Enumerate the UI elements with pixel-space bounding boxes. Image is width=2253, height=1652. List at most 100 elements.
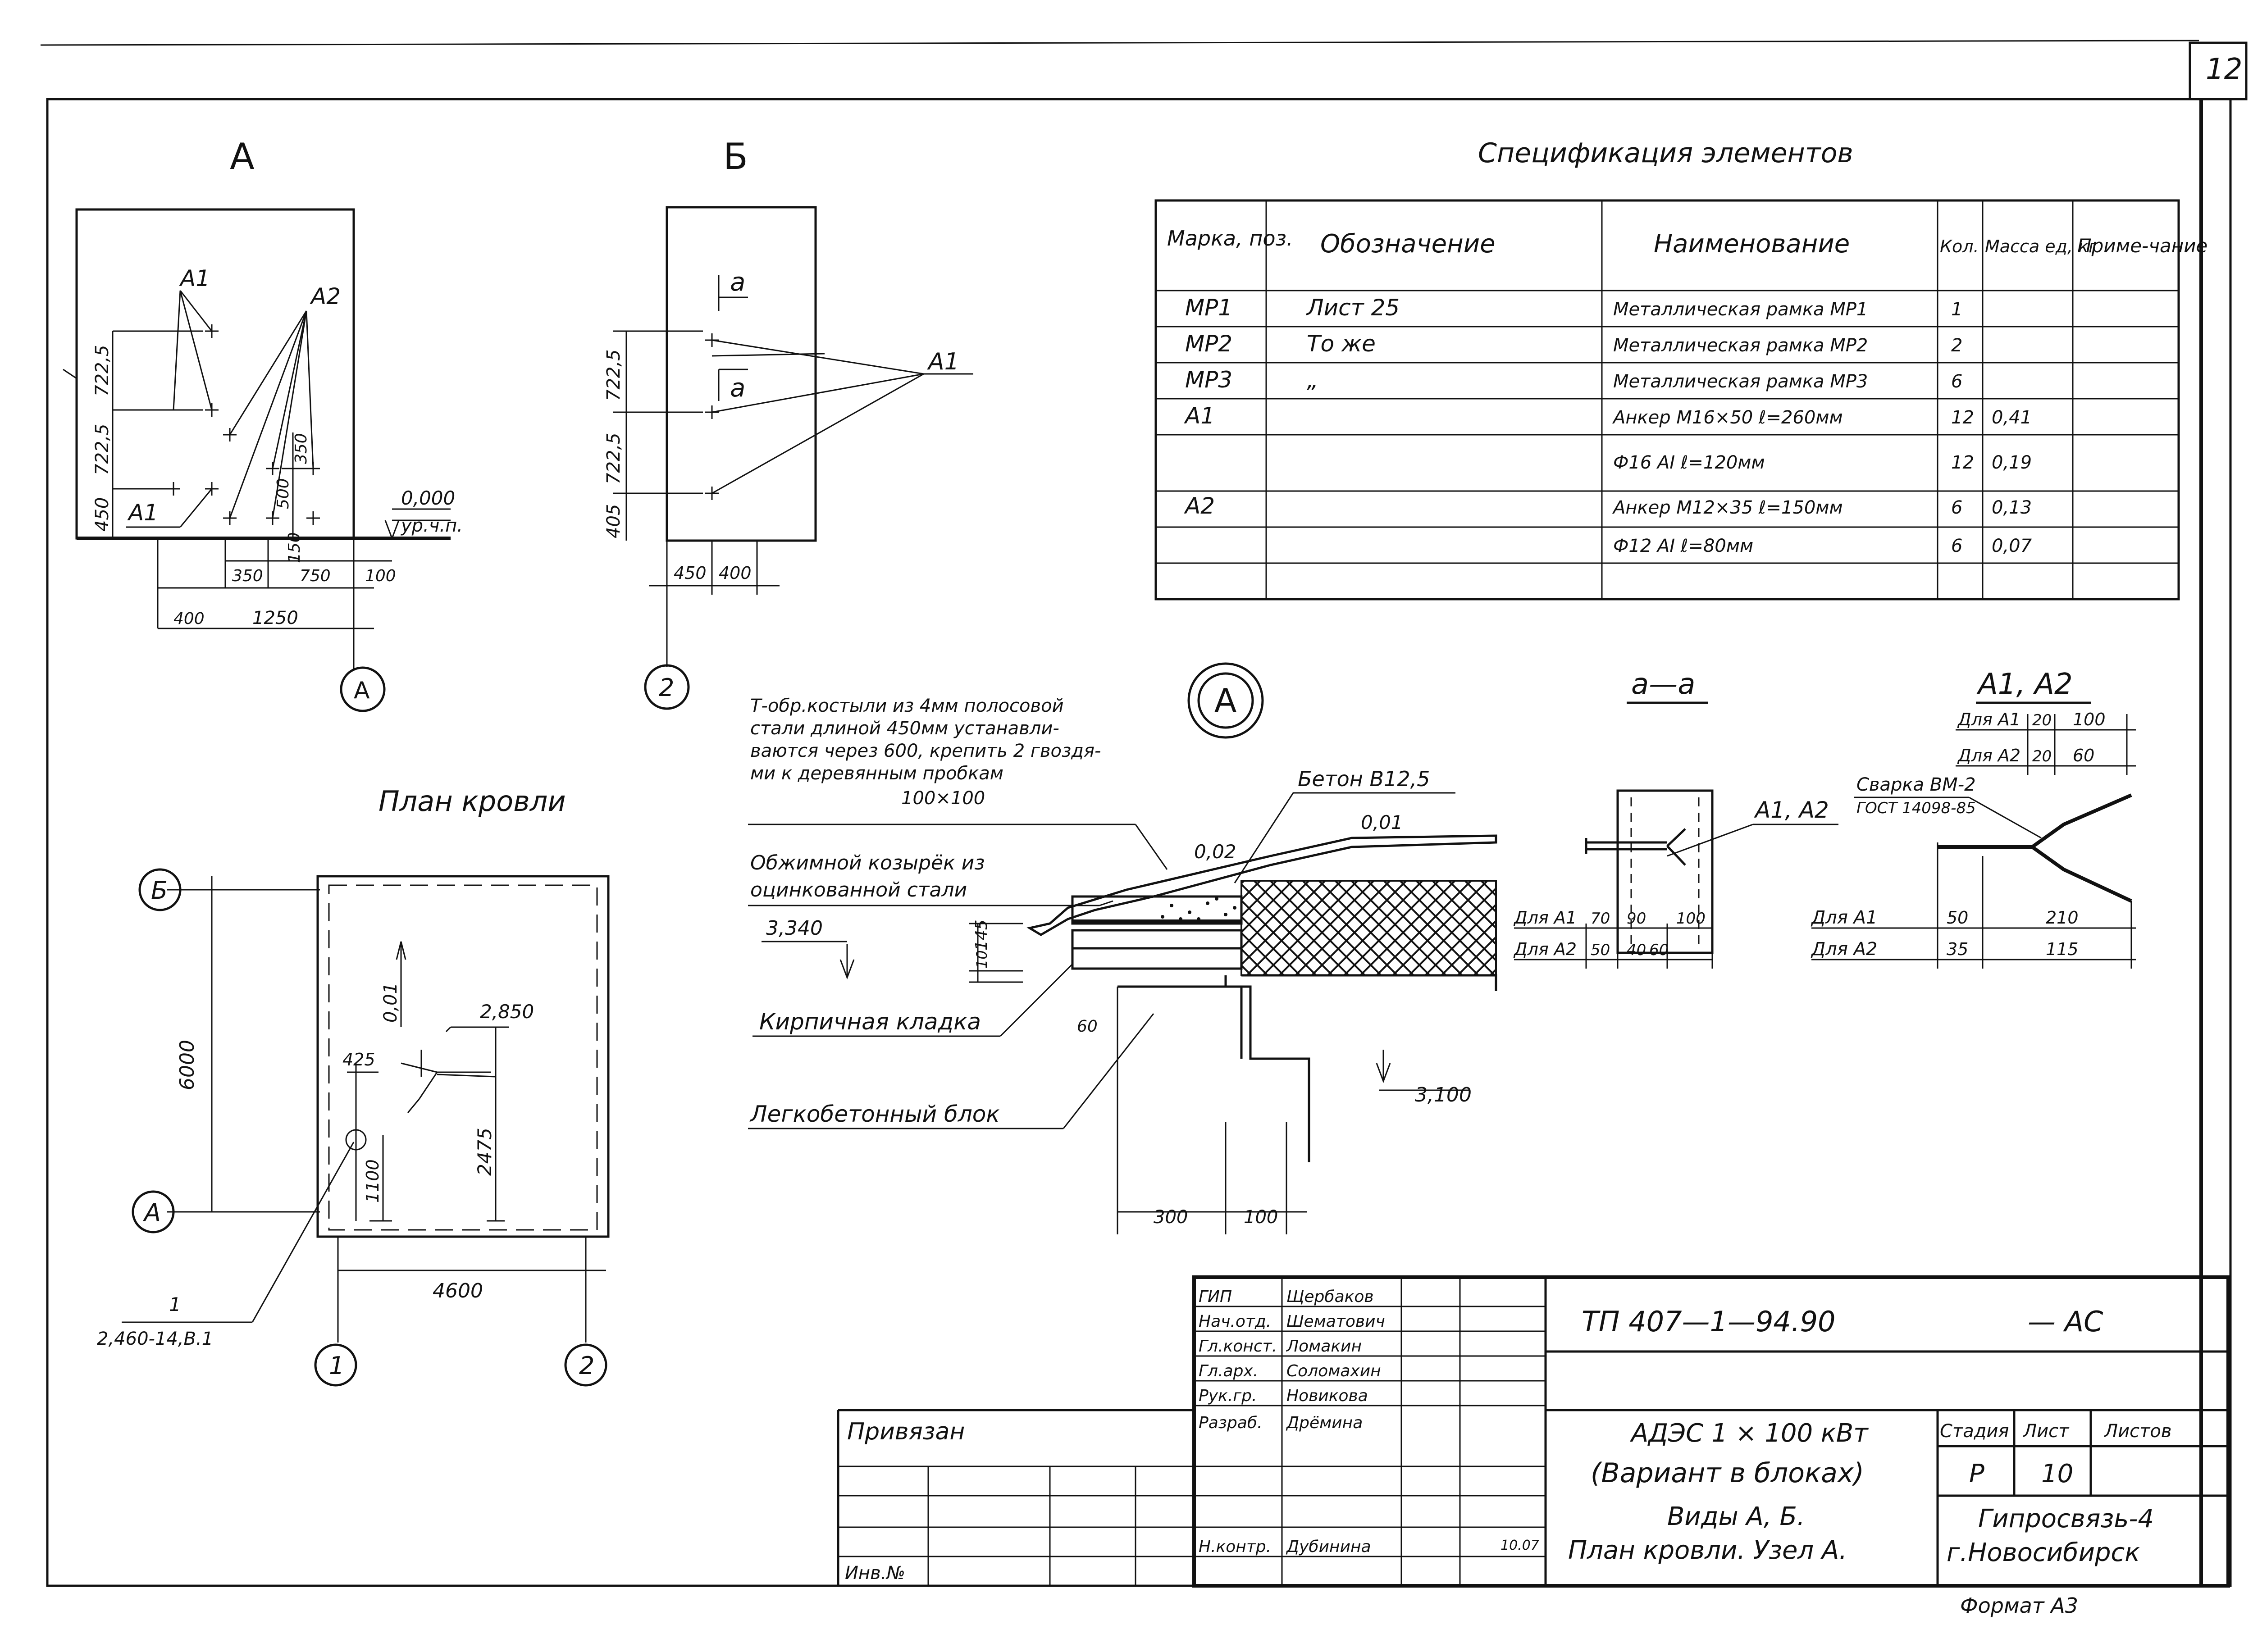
node-level-top: 3,340 [766, 917, 823, 940]
tb-sheet-header: Лист [2022, 1421, 2070, 1442]
tb-format: Формат А3 [1960, 1593, 2078, 1618]
roof-axis-1: 1 [329, 1352, 344, 1380]
node-level-bottom: 3,100 [1415, 1083, 1472, 1106]
section-aa-row2-dim3: 60 [1649, 941, 1669, 959]
spec-header-mass: Масса ед, кг [1985, 237, 2098, 256]
spec-cell-r6-c2: Ф12 АI ℓ=80мм [1613, 536, 1753, 556]
section-mark-bottom: а [730, 373, 745, 403]
view-a: А А1 А2 [63, 136, 463, 712]
spec-header-qty: Кол. [1940, 237, 1979, 256]
dim-350-h: 350 [232, 567, 263, 585]
tb-name-4: Новикова [1286, 1387, 1368, 1405]
section-aa-title: а—а [1631, 668, 1695, 701]
dim-400-h: 400 [173, 610, 205, 628]
axis-a-label: А [354, 677, 370, 704]
anchors-bot1-label: Для А1 [1811, 907, 1877, 928]
axis-2-label: 2 [659, 674, 674, 702]
roof-dim-2475: 2475 [474, 1128, 496, 1176]
anchors-bot2-label: Для А2 [1811, 939, 1877, 960]
axis-bubble-b [138, 868, 182, 911]
anchors-bot2-dim2: 115 [2046, 939, 2079, 959]
node-dim-10: 10 [973, 950, 990, 969]
roof-dim-4600: 4600 [433, 1279, 483, 1302]
section-aa-row2-label: Для А2 [1513, 939, 1577, 959]
node-dim-145: 145 [972, 919, 991, 951]
anchors-top2-label: Для А2 [1957, 746, 2020, 765]
leader-a1-bottom: А1 [127, 500, 158, 526]
tb-project-1: АДЭС 1 × 100 кВт [1630, 1419, 1869, 1448]
anchors-bot2-dim1: 35 [1947, 939, 1968, 959]
section-aa-row2-dim1: 50 [1591, 941, 1610, 959]
spec-cell-r2-c3: 6 [1951, 371, 1962, 392]
axis-bubble-a-roof [132, 1190, 175, 1233]
sheet-frame: 12 [40, 40, 2248, 1587]
spec-cell-r5-c0: А2 [1184, 493, 1215, 519]
spec-cell-r2-c0: МР3 [1185, 367, 1232, 393]
sheet-number: 12 [2206, 53, 2242, 86]
tb-role-5: Разраб. [1199, 1414, 1262, 1432]
spec-cell-r5-c2: Анкер М12×35 ℓ=150мм [1612, 497, 1843, 518]
node-slope-1: 0,01 [1361, 811, 1403, 833]
spec-cell-r1-c3: 2 [1951, 335, 1962, 356]
section-aa-label: А1, А2 [1754, 797, 1829, 823]
anchors-bot1-dim2: 210 [2046, 908, 2079, 928]
tb-name-0: Щербаков [1286, 1288, 1374, 1306]
dim-500-a: 500 [274, 478, 292, 509]
tb-project-2: (Вариант в блоках) [1591, 1457, 1864, 1489]
insulation-hatch [1241, 880, 1497, 976]
roof-dim-1100: 1100 [363, 1159, 383, 1203]
leader-a2: А2 [310, 283, 341, 309]
spec-cell-r6-c4: 0,07 [1992, 536, 2032, 556]
roof-axis-2: 2 [579, 1352, 594, 1380]
tb-sheetname-1: Виды А, Б. [1667, 1502, 1805, 1531]
tb-stage: Р [1969, 1459, 1984, 1488]
leader-a1-top: А1 [179, 265, 210, 291]
note-visor-1: Обжимной козырёк из [750, 851, 985, 874]
spec-cell-r4-c3: 12 [1951, 452, 1974, 473]
tb-name-8: Дубинина [1286, 1538, 1371, 1556]
note-brick: Кирпичная кладка [759, 1009, 981, 1035]
anchors-top1-label: Для А1 [1957, 710, 2020, 729]
roof-axis-b: Б [151, 876, 168, 905]
tb-role-3: Гл.арх. [1199, 1362, 1258, 1380]
dim-150-a: 150 [285, 532, 304, 563]
note-visor-2: оцинкованной стали [750, 878, 967, 901]
spec-cell-r3-c0: А1 [1184, 403, 1215, 429]
node-slope-2: 0,02 [1194, 841, 1236, 863]
view-b: Б а а А1 722,5 722,5 405 [603, 136, 973, 710]
note-crutches-line-3: ваются через 600, крепить 2 гвоздя- [750, 741, 1101, 761]
node-a-bubble-outer [1187, 662, 1264, 739]
node-dim-100: 100 [1244, 1207, 1278, 1228]
spec-cell-r2-c1: „ [1307, 367, 1318, 393]
spec-cell-r4-c4: 0,19 [1992, 452, 2032, 473]
tb-sheets-header: Листов [2103, 1421, 2171, 1442]
tb-doc-suffix: — АС [2028, 1305, 2103, 1338]
tb-name-1: Шематович [1286, 1312, 1385, 1331]
roof-plan: План кровли [97, 785, 610, 1387]
tb-org-2: г.Новосибирск [1947, 1538, 2140, 1567]
roof-dim-2850: 2,850 [480, 1001, 534, 1023]
note-concrete: Бетон В12,5 [1298, 767, 1430, 791]
roof-plan-title: План кровли [379, 785, 566, 818]
dim-750-h: 750 [300, 567, 331, 585]
spec-table: Спецификация элементов Марка, поз. Обозн… [1154, 137, 2207, 601]
tb-org-1: Гипросвязь-4 [1978, 1504, 2154, 1534]
section-mark-top: а [730, 268, 745, 297]
note-crutches-line-4: ми к деревянным пробкам [750, 763, 1003, 784]
dim-100-h: 100 [365, 567, 396, 585]
axis-bubble-2-roof [564, 1343, 607, 1387]
anchors-top1-dim1: 20 [2032, 711, 2052, 729]
tb-role-4: Рук.гр. [1199, 1387, 1257, 1405]
spec-header-note: Приме-чание [2077, 235, 2207, 257]
tb-role-0: ГИП [1199, 1288, 1232, 1306]
note-crutches-line-2: стали длиной 450мм устанавли- [750, 718, 1059, 739]
spec-cell-r4-c2: Ф16 АI ℓ=120мм [1613, 452, 1765, 473]
dim-405-b: 405 [603, 504, 624, 538]
tb-name-2: Ломакин [1286, 1337, 1362, 1356]
tb-date: 10.07 [1500, 1538, 1539, 1553]
anchors-top2-dim2: 60 [2073, 746, 2094, 765]
spec-cell-r5-c3: 6 [1951, 497, 1962, 518]
section-aa-row1-dim2: 90 [1627, 910, 1646, 928]
